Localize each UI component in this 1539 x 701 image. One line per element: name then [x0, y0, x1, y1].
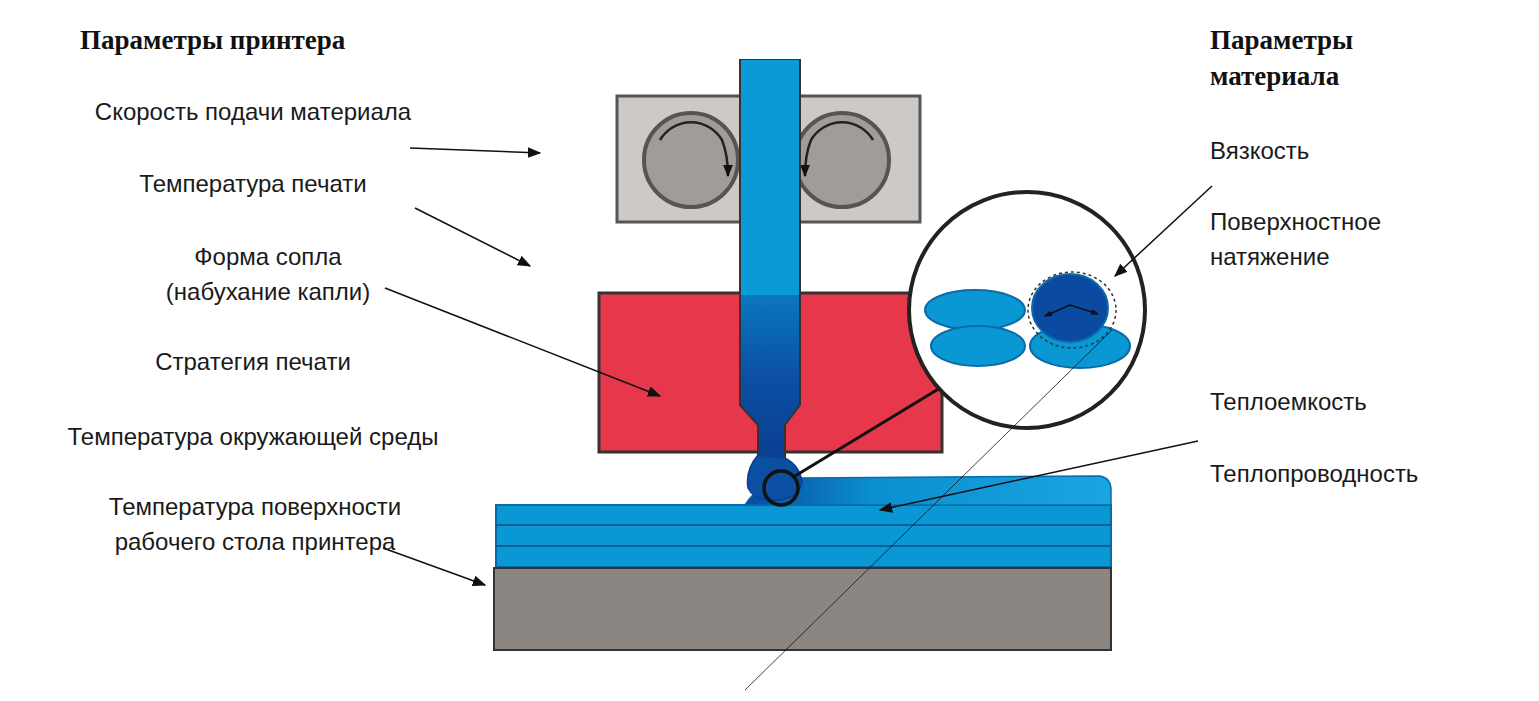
parameter-label: Теплоемкость	[1210, 385, 1510, 420]
feed-roller	[644, 113, 738, 207]
leader-line	[880, 441, 1198, 510]
parameter-label: Температура поверхности рабочего стола п…	[75, 490, 435, 560]
parameter-label: Форма сопла (набухание капли)	[138, 240, 398, 310]
rotation-arrow	[805, 122, 873, 176]
filament	[741, 60, 799, 295]
parameter-label: Вязкость	[1210, 134, 1510, 169]
zoom-spot	[764, 471, 798, 505]
leader-line	[1115, 186, 1212, 276]
leader-line	[383, 548, 485, 585]
filament	[740, 60, 800, 458]
parameter-label: Поверхностное натяжение	[1210, 205, 1440, 275]
leader-line	[385, 288, 660, 396]
zoom-line	[795, 385, 945, 476]
new-strand	[1032, 274, 1108, 342]
parameter-label: Скорость подачи материала	[33, 95, 473, 130]
rotation-arrow	[660, 122, 728, 176]
leader-line	[415, 208, 530, 266]
section-heading: Параметры принтера	[80, 22, 500, 58]
parameter-label: Температура печати	[33, 167, 473, 202]
parameter-label: Стратегия печати	[33, 345, 473, 380]
leader-line	[745, 330, 1112, 690]
feed-roller	[795, 113, 889, 207]
magnifier	[909, 192, 1145, 428]
printed-layers	[496, 505, 1111, 567]
parameter-label: Теплопроводность	[1210, 457, 1530, 492]
parameter-label: Температура окружающей среды	[13, 420, 493, 455]
print-bed	[494, 568, 1111, 650]
leader-line	[410, 148, 540, 153]
section-heading: Параметры материала	[1210, 22, 1430, 95]
